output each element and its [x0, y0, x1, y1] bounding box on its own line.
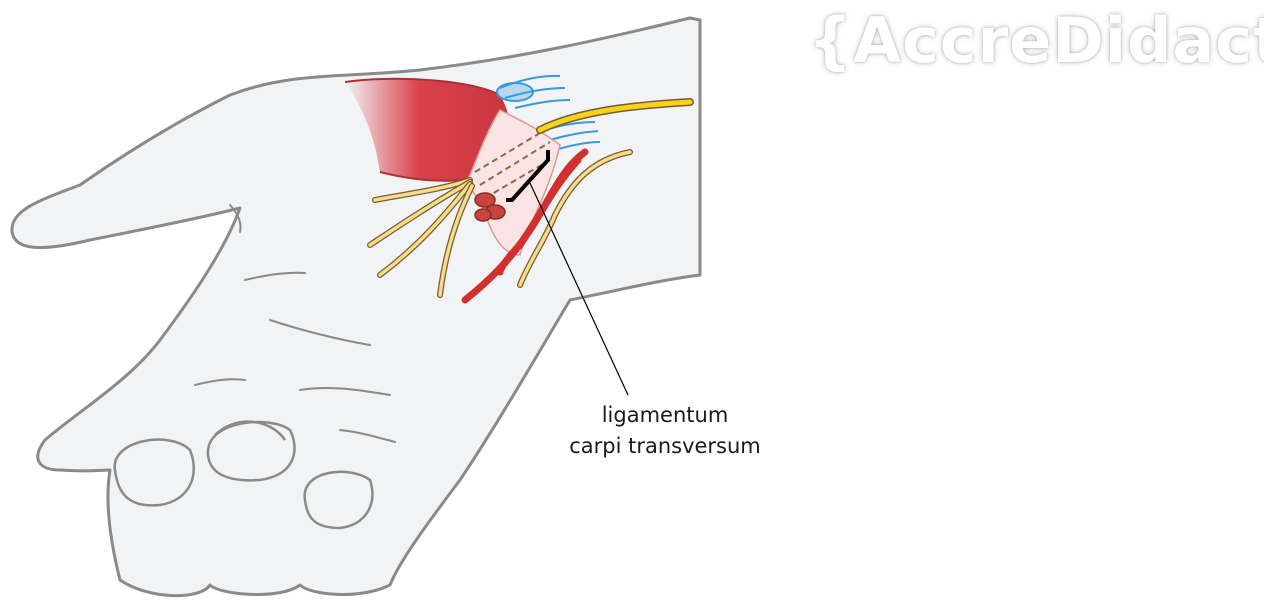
ligament-label: ligamentum carpi transversum: [540, 400, 790, 462]
ulnar-artery: [461, 148, 589, 304]
ligament-marker: [506, 150, 629, 396]
label-line-1: ligamentum: [601, 403, 729, 427]
flexor-tendons-bundle: [474, 192, 506, 222]
label-leader-line: [529, 182, 629, 396]
finger-nails: [113, 420, 374, 530]
forearm-muscle: [344, 77, 510, 182]
label-line-2: carpi transversum: [569, 434, 761, 458]
palm-creases: [194, 204, 396, 443]
nerves: [367, 98, 694, 298]
tendons: [496, 74, 601, 151]
watermark-logo: {AccreDidact: [808, 4, 1264, 77]
